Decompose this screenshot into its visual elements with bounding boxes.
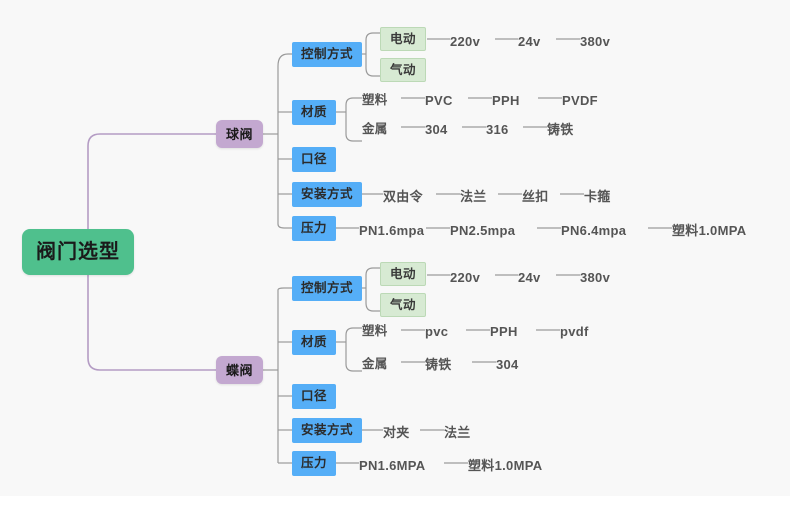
attribute-node-b1-caliber[interactable]: 口径 bbox=[292, 147, 337, 172]
leaf-node-b1-pressure-pn64[interactable]: PN6.4mpa bbox=[561, 222, 627, 238]
leaf-node-b2-plastic-pvdf[interactable]: pvdf bbox=[560, 323, 589, 339]
leaf-node-b1-electric-380v[interactable]: 380v bbox=[580, 33, 611, 49]
link-root-to-butterfly bbox=[87, 357, 216, 371]
leaf-node-b2-plastic-pvc[interactable]: pvc bbox=[425, 323, 449, 339]
leaf-node-b2-electric-380v[interactable]: 380v bbox=[580, 269, 611, 285]
leaf-node-b1-pressure-plastic10[interactable]: 塑料1.0MPA bbox=[672, 222, 747, 238]
attribute-node-b1-material[interactable]: 材质 bbox=[292, 100, 337, 125]
leaf-node-b2-electric-24v[interactable]: 24v bbox=[518, 269, 541, 285]
leaf-node-b1-plastic-pph[interactable]: PPH bbox=[492, 92, 520, 108]
link-b1-a2-c2 bbox=[345, 133, 362, 142]
leaf-node-b1-install-flange[interactable]: 法兰 bbox=[460, 188, 487, 204]
attribute-node-b2-material[interactable]: 材质 bbox=[292, 330, 337, 355]
leaf-node-b2-electric-220v[interactable]: 220v bbox=[450, 269, 481, 285]
attribute-node-b1-pressure[interactable]: 压力 bbox=[292, 216, 337, 241]
attribute-node-b2-pressure[interactable]: 压力 bbox=[292, 451, 337, 476]
attribute-node-b2-control-method[interactable]: 控制方式 bbox=[292, 276, 363, 301]
leaf-node-b2-pressure-plastic10[interactable]: 塑料1.0MPA bbox=[468, 457, 543, 473]
link-b2-a2-c1 bbox=[345, 327, 362, 336]
leaf-node-b2-install-flange[interactable]: 法兰 bbox=[444, 424, 471, 440]
branch-node-butterfly-valve[interactable]: 蝶阀 bbox=[216, 356, 264, 384]
child-node-b2-metal[interactable]: 金属 bbox=[362, 356, 388, 371]
link-b1-a1-c1 bbox=[365, 32, 380, 41]
leaf-node-b1-plastic-pvc[interactable]: PVC bbox=[425, 92, 453, 108]
link-root-to-ball bbox=[87, 133, 216, 147]
bottom-white-strip bbox=[0, 496, 790, 506]
link-b2-a2-c2 bbox=[345, 363, 362, 372]
leaf-node-b1-install-thread[interactable]: 丝扣 bbox=[522, 188, 549, 204]
leaf-node-b2-metal-304[interactable]: 304 bbox=[496, 356, 519, 372]
link-b2-a1 bbox=[277, 287, 292, 291]
child-node-b1-metal[interactable]: 金属 bbox=[362, 121, 388, 136]
leaf-node-b1-plastic-pvdf[interactable]: PVDF bbox=[562, 92, 598, 108]
leaf-node-b1-electric-24v[interactable]: 24v bbox=[518, 33, 541, 49]
child-node-b2-pneumatic[interactable]: 气动 bbox=[380, 293, 427, 317]
leaf-node-b2-pressure-pn16[interactable]: PN1.6MPA bbox=[359, 457, 426, 473]
child-node-b1-pneumatic[interactable]: 气动 bbox=[380, 58, 427, 82]
attribute-node-b2-caliber[interactable]: 口径 bbox=[292, 384, 337, 409]
link-b1-a1-c2 bbox=[365, 67, 380, 77]
leaf-node-b1-install-clamp[interactable]: 卡箍 bbox=[584, 188, 611, 204]
leaf-node-b1-pressure-pn16[interactable]: PN1.6mpa bbox=[359, 222, 425, 238]
child-node-b2-electric[interactable]: 电动 bbox=[380, 262, 427, 286]
leaf-node-b1-electric-220v[interactable]: 220v bbox=[450, 33, 481, 49]
link-b1-a2-c1 bbox=[345, 97, 362, 106]
leaf-node-b2-install-wafer[interactable]: 对夹 bbox=[383, 424, 410, 440]
child-node-b1-plastic[interactable]: 塑料 bbox=[362, 92, 388, 107]
leaf-node-b1-pressure-pn25[interactable]: PN2.5mpa bbox=[450, 222, 516, 238]
child-node-b1-electric[interactable]: 电动 bbox=[380, 27, 427, 51]
link-b1-a1 bbox=[277, 53, 292, 67]
root-node-valve-selection[interactable]: 阀门选型 bbox=[22, 229, 134, 275]
leaf-node-b1-metal-304[interactable]: 304 bbox=[425, 121, 448, 137]
attribute-node-b2-installation[interactable]: 安装方式 bbox=[292, 418, 363, 443]
leaf-node-b1-metal-cast-iron[interactable]: 铸铁 bbox=[547, 121, 574, 137]
leaf-node-b1-metal-316[interactable]: 316 bbox=[486, 121, 509, 137]
link-b1-a5 bbox=[277, 223, 292, 229]
branch-node-ball-valve[interactable]: 球阀 bbox=[216, 120, 264, 148]
child-node-b2-plastic[interactable]: 塑料 bbox=[362, 323, 388, 338]
leaf-node-b2-metal-cast-iron[interactable]: 铸铁 bbox=[425, 356, 452, 372]
attribute-node-b1-control-method[interactable]: 控制方式 bbox=[292, 42, 363, 67]
leaf-node-b2-plastic-pph[interactable]: PPH bbox=[490, 323, 518, 339]
link-b2-a1-c2 bbox=[365, 302, 380, 312]
leaf-node-b1-install-double-union[interactable]: 双由令 bbox=[383, 188, 423, 204]
link-b2-a1-c1 bbox=[365, 267, 380, 276]
attribute-node-b1-installation[interactable]: 安装方式 bbox=[292, 182, 363, 207]
